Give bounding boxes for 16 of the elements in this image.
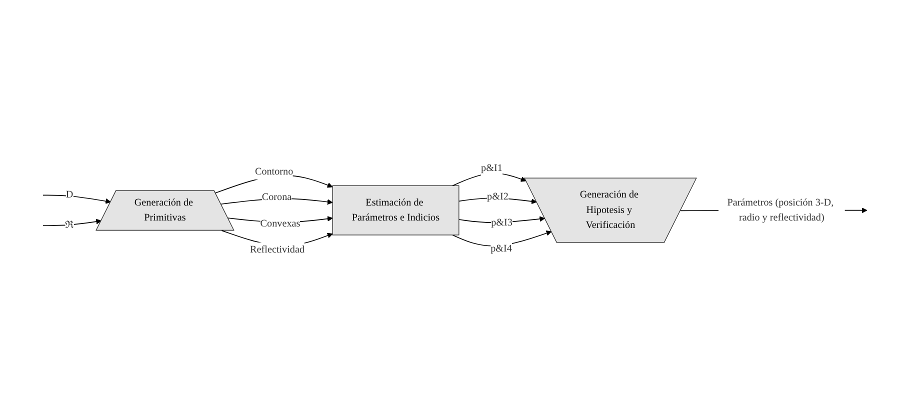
- edge-label: D: [66, 190, 74, 200]
- node-box: Estimación de Parámetros e Indicios: [332, 186, 460, 236]
- edge-label: Parámetros (posición 3-D, radio y reflectividad): [727, 197, 834, 224]
- edge-label: Convexas: [260, 218, 300, 230]
- arrow: [42, 194, 111, 204]
- edge-label: Contorno: [254, 166, 294, 178]
- arrow: [452, 173, 526, 186]
- edge-label: p&I2: [487, 192, 508, 202]
- edge-label: p&I1: [481, 163, 502, 174]
- arrow: [452, 230, 552, 247]
- edge-label: Reflectividad: [250, 244, 305, 256]
- arrow: [42, 219, 102, 226]
- edge-label: Corona: [262, 192, 292, 202]
- edge-label: ℜ: [65, 220, 74, 231]
- edge-label: p&I3: [491, 218, 512, 228]
- edge-label: p&I4: [490, 243, 512, 254]
